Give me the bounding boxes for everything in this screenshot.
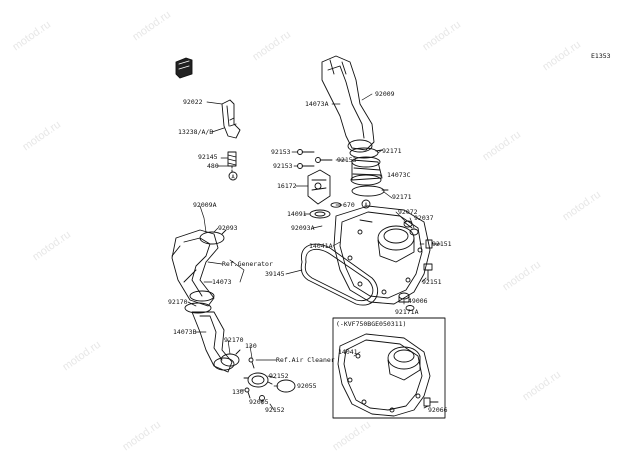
gasket-14091 — [309, 209, 331, 219]
part-label: 130 — [232, 388, 244, 396]
part-label: 92022 — [183, 98, 203, 106]
part-label: 130 — [245, 342, 257, 350]
part-label: 14041 — [338, 348, 358, 356]
part-label: 92151 — [422, 278, 442, 286]
part-label: 92152 — [265, 406, 285, 414]
fitting-92072 — [403, 220, 419, 236]
cover-14041 — [337, 333, 431, 417]
boot-14073c — [350, 156, 383, 186]
duct-14073b — [191, 311, 235, 373]
reference-label: Ref.Air Cleaner — [276, 356, 335, 364]
part-label: 14073C — [387, 171, 411, 179]
gasket-92055 — [276, 379, 296, 393]
part-label: 92152 — [269, 372, 289, 380]
clamp-92093 — [199, 229, 227, 245]
front-arrow-icon — [175, 57, 193, 79]
part-label: 92171A — [395, 308, 419, 316]
part-label: 14073 — [212, 278, 232, 286]
part-label: 480 — [207, 162, 219, 170]
part-label: 14041A — [309, 242, 333, 250]
marker-a-text: A — [364, 202, 368, 208]
part-label: 92145 — [198, 153, 218, 161]
reference-label: Ref.Generator — [222, 260, 273, 268]
part-label: 92153 — [271, 148, 291, 156]
part-label: 92009 — [375, 90, 395, 98]
part-label: 92072 — [398, 208, 418, 216]
part-label: 92093 — [218, 224, 238, 232]
part-label: 92170 — [168, 298, 188, 306]
part-label: 92153 — [273, 162, 293, 170]
part-label: 92005 — [249, 398, 269, 406]
spring-92145 — [227, 151, 237, 167]
part-label: 14073A — [305, 100, 329, 108]
part-label: 92171 — [382, 147, 402, 155]
drive-belt-39145 — [300, 243, 378, 306]
diagram-id: E1353 — [591, 52, 611, 60]
clamp-92170-upper — [184, 302, 212, 314]
cover-92152 — [243, 372, 273, 388]
intake-duct-14073a — [321, 55, 375, 153]
marker-a-text: A — [231, 174, 235, 180]
part-label: 14091 — [287, 210, 307, 218]
part-label: 670 — [343, 201, 355, 209]
part-label: 92153 — [337, 156, 357, 164]
bolt-130 — [244, 357, 255, 399]
part-label: 92066 — [428, 406, 448, 414]
part-label: 13238/A/B — [178, 128, 214, 136]
inset-box — [332, 317, 446, 419]
leader-lines — [187, 93, 429, 411]
inset-note: (-KVF750BGE050311) — [336, 320, 407, 328]
part-label: 14073B — [173, 328, 197, 336]
part-label: 39145 — [265, 270, 285, 278]
part-label: 16172 — [277, 182, 297, 190]
bracket-16172 — [307, 169, 331, 205]
clamp-92171a — [405, 305, 415, 311]
part-label: 92171 — [392, 193, 412, 201]
part-label: 92170 — [224, 336, 244, 344]
bolt-92153 — [297, 149, 333, 169]
bolt-92151 — [423, 239, 441, 281]
part-label: 92055 — [297, 382, 317, 390]
clamp-92171-lower — [351, 185, 389, 197]
bolt-92066 — [423, 397, 439, 407]
lever-13238 — [221, 99, 241, 139]
part-label: 92009A — [193, 201, 217, 209]
part-label: 92037 — [414, 214, 434, 222]
part-label: 92093A — [291, 224, 315, 232]
reference-marker-a — [228, 171, 371, 209]
part-label: 49006 — [408, 297, 428, 305]
part-label: 92151 — [432, 240, 452, 248]
duct-14073 — [171, 229, 219, 307]
